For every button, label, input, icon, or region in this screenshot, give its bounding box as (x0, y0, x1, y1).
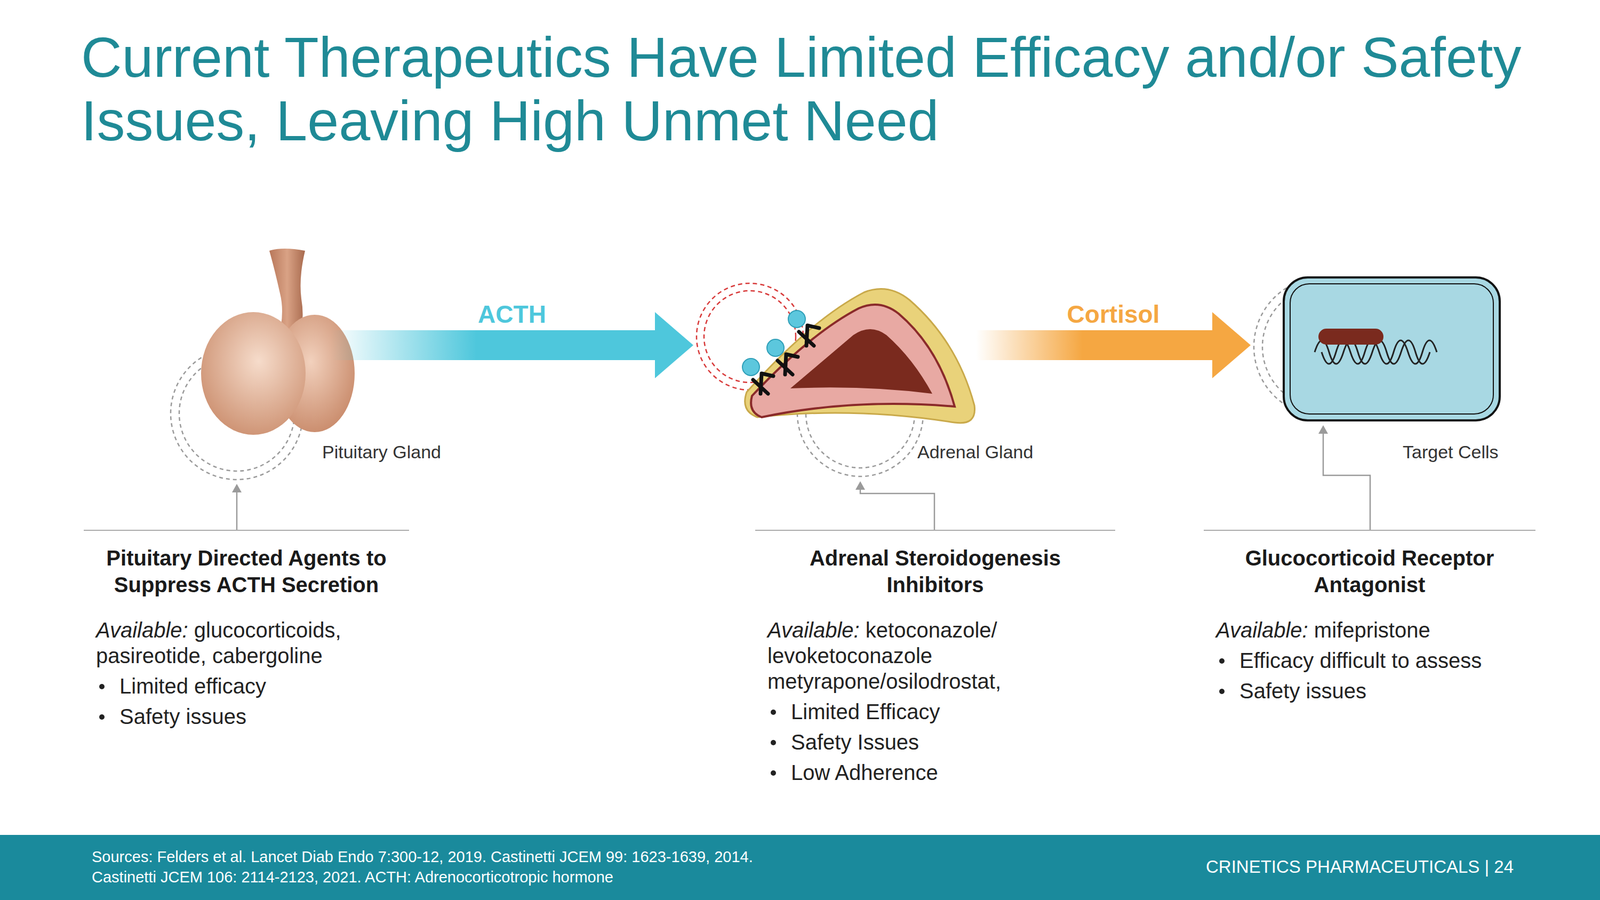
arrowhead (855, 481, 866, 490)
organ-region: Pituitary Gland (170, 250, 331, 483)
bullet-item: Limited efficacy (96, 673, 404, 699)
section-heading: Adrenal Steroidogenesis Inhibitors (760, 544, 1110, 598)
leader-line (1323, 433, 1371, 530)
bullet-item: Efficacy difficult to assess (1216, 647, 1531, 674)
organ-region: Adrenal Gland (693, 282, 976, 480)
organ-region: Target Cells (1250, 274, 1502, 424)
bullet-item: Safety issues (1216, 677, 1531, 704)
hormone-label: ACTH (477, 299, 547, 329)
available-drugs: Available: mifepristone (1216, 617, 1531, 643)
therapy-section: Glucocorticoid Receptor AntagonistAvaila… (1203, 529, 1536, 709)
footer-text: Sources: Felders et al. Lancet Diab Endo… (91, 848, 754, 866)
target-cell (1283, 277, 1500, 421)
organ-label: Pituitary Gland (322, 441, 442, 463)
adrenal-gland (742, 289, 975, 423)
available-drugs: Available: ketoconazole/ levoketoconazol… (767, 617, 1110, 694)
leader-arrow (1318, 425, 1371, 530)
bullet-item: Low Adherence (767, 759, 1110, 786)
leader-arrow (232, 483, 242, 530)
available-drugs: Available: glucocorticoids, pasireotide,… (96, 617, 404, 669)
bullet-item: Safety issues (96, 703, 404, 730)
footer-text: Castinetti JCEM 106: 2114-2123, 2021. AC… (91, 868, 614, 886)
leader-line (236, 492, 238, 530)
organ-label: Adrenal Gland (917, 441, 1034, 463)
arrowhead (232, 483, 242, 493)
arrow-shaft (976, 330, 1213, 360)
arrow-shaft (330, 330, 655, 360)
leader-arrow (855, 481, 935, 530)
arrowhead (654, 312, 694, 379)
section-heading: Glucocorticoid Receptor Antagonist (1209, 544, 1531, 598)
therapy-section: Pituitary Directed Agents to Suppress AC… (83, 529, 410, 735)
section-heading: Pituitary Directed Agents to Suppress AC… (89, 544, 404, 598)
slide-title: Current Therapeutics Have Limited Effica… (81, 25, 1575, 152)
bullet-item: Safety Issues (767, 729, 1110, 755)
hormone-label: Cortisol (1067, 299, 1160, 329)
bullet-item: Limited Efficacy (767, 698, 1110, 725)
footer-text: CRINETICS PHARMACEUTICALS | 24 (1205, 856, 1514, 877)
organ-label: Target Cells (1402, 441, 1499, 463)
leader-line (860, 489, 935, 530)
arrowhead (1318, 425, 1328, 434)
arrowhead (1212, 312, 1251, 379)
therapy-section: Adrenal Steroidogenesis InhibitorsAvaila… (755, 529, 1116, 791)
dashed-circles (170, 277, 1393, 480)
